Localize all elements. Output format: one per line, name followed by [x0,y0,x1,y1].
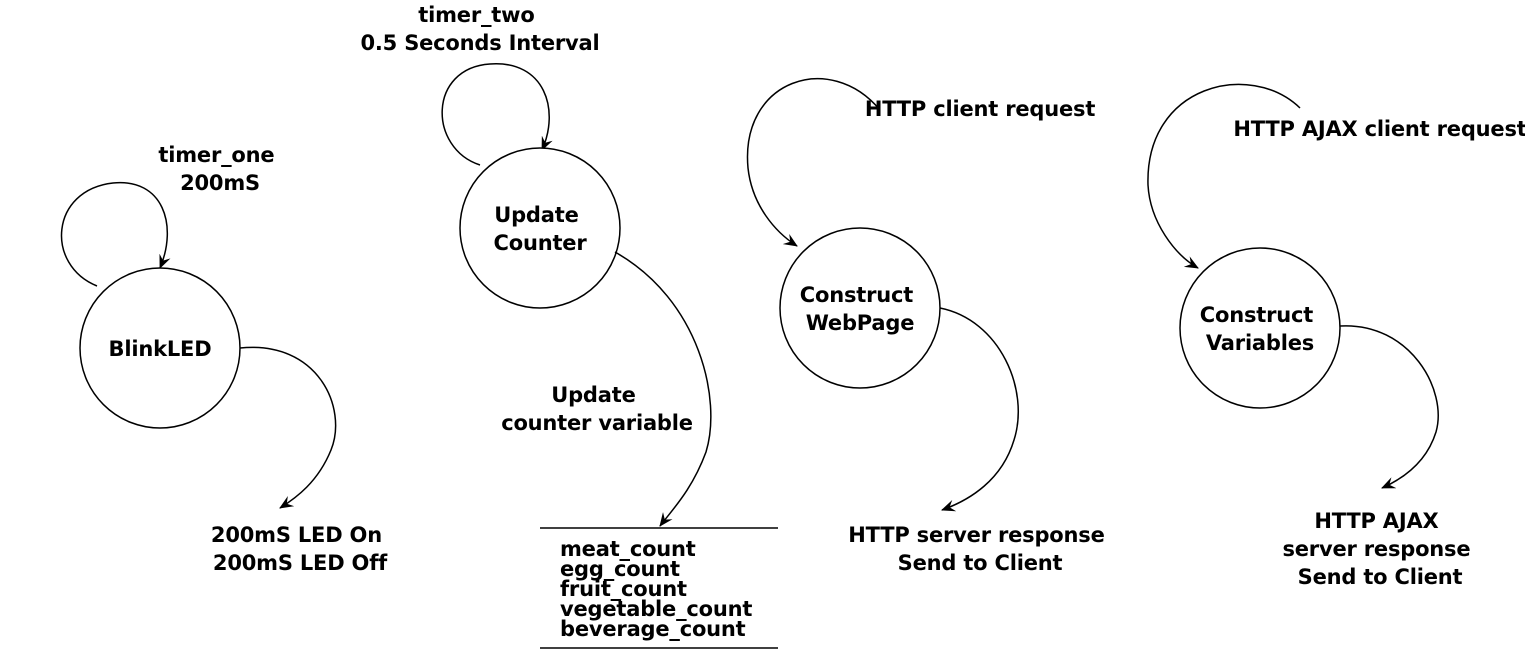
data-store-item: meat_count [560,537,696,561]
webpage-response-label: HTTP server response Send to Client [848,523,1111,575]
webpage-response-arrow [939,307,1019,512]
construct-variables-node [1179,247,1341,409]
ajax-request-arrow [1147,83,1301,269]
blink-output-arrow [239,346,337,509]
blink-led-node-label: BlinkLED [109,337,212,361]
counter-action-label: Update counter variable [501,383,693,435]
data-store-list: meat_count egg_count fruit_count vegetab… [560,537,759,641]
update-counter-node-label: Update Counter [494,203,588,255]
webpage-trigger-label: HTTP client request [865,97,1096,121]
ajax-response-arrow [1339,325,1439,489]
counter-timer-loop-arrow [441,63,553,166]
ajax-trigger-label: HTTP AJAX client request [1233,117,1525,141]
webpage-request-arrow [746,77,881,247]
data-store-item: fruit_count [560,577,687,601]
construct-variables-node-label: Construct Variables [1200,303,1320,355]
construct-webpage-node-label: Construct WebPage [800,283,920,335]
update-counter-node [459,147,621,309]
blink-timer-loop-arrow [60,181,171,287]
data-store-item: vegetable_count [560,597,752,621]
blink-trigger-label: timer_one 200mS [158,143,281,195]
data-store-item: beverage_count [560,617,746,641]
data-store-item: egg_count [560,557,680,581]
blink-output-label: 200mS LED On 200mS LED Off [211,523,389,575]
counter-trigger-label: timer_two 0.5 Seconds Interval [360,3,599,55]
construct-webpage-node [779,227,941,389]
ajax-response-label: HTTP AJAX server response Send to Client [1282,509,1477,589]
counter-update-arrow [614,251,712,527]
